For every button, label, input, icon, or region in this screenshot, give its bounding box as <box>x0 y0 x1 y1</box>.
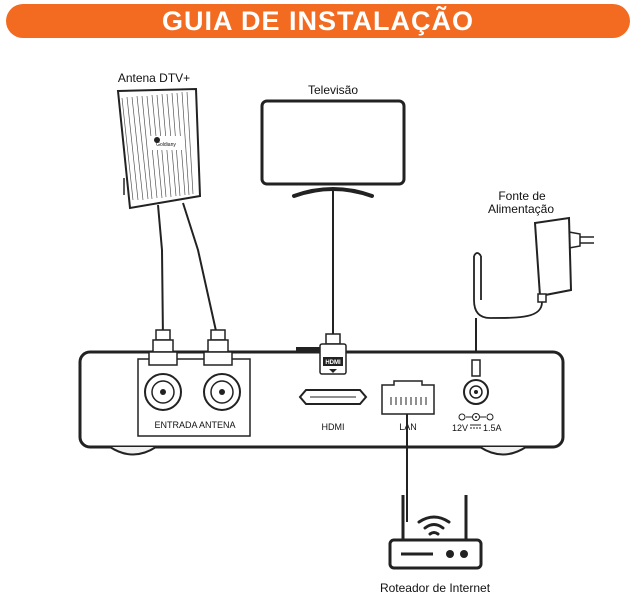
power-adapter-icon <box>533 216 594 303</box>
antenna-cable-left <box>157 204 164 341</box>
hdmi-port-icon <box>298 389 368 405</box>
tv-icon <box>260 99 406 340</box>
power-supply-label-line2: Alimentação <box>488 202 554 216</box>
power-rating-voltage: 12V <box>452 423 468 433</box>
antenna-port-right <box>203 373 241 411</box>
lan-port-icon <box>381 380 435 415</box>
power-supply-label-line1: Fonte de <box>498 189 546 203</box>
coax-connector-icon <box>148 329 233 366</box>
hdmi-label: HDMI <box>322 422 345 432</box>
page-title: GUIA DE INSTALAÇÃO <box>162 5 474 36</box>
dc-jack-icon <box>458 359 494 429</box>
wifi-icon <box>417 515 451 536</box>
antenna-port-left <box>144 373 182 411</box>
antenna-cable-right <box>182 202 219 341</box>
tv-label: Televisão <box>308 83 358 97</box>
antenna-label: Antena DTV+ <box>118 71 190 85</box>
hdmi-plug <box>319 333 347 375</box>
power-rating-current: 1.5A <box>483 423 502 433</box>
router-icon <box>388 495 483 570</box>
power-cable <box>473 256 543 319</box>
antenna-brand-label: Goldiany <box>156 142 176 148</box>
router-label: Roteador de Internet <box>380 581 491 595</box>
antenna-icon <box>116 87 202 210</box>
hdmi-plug-label: HDMI <box>325 360 341 366</box>
antenna-input-label: ENTRADA ANTENA <box>154 420 235 430</box>
title-banner: GUIA DE INSTALAÇÃO <box>6 4 630 38</box>
